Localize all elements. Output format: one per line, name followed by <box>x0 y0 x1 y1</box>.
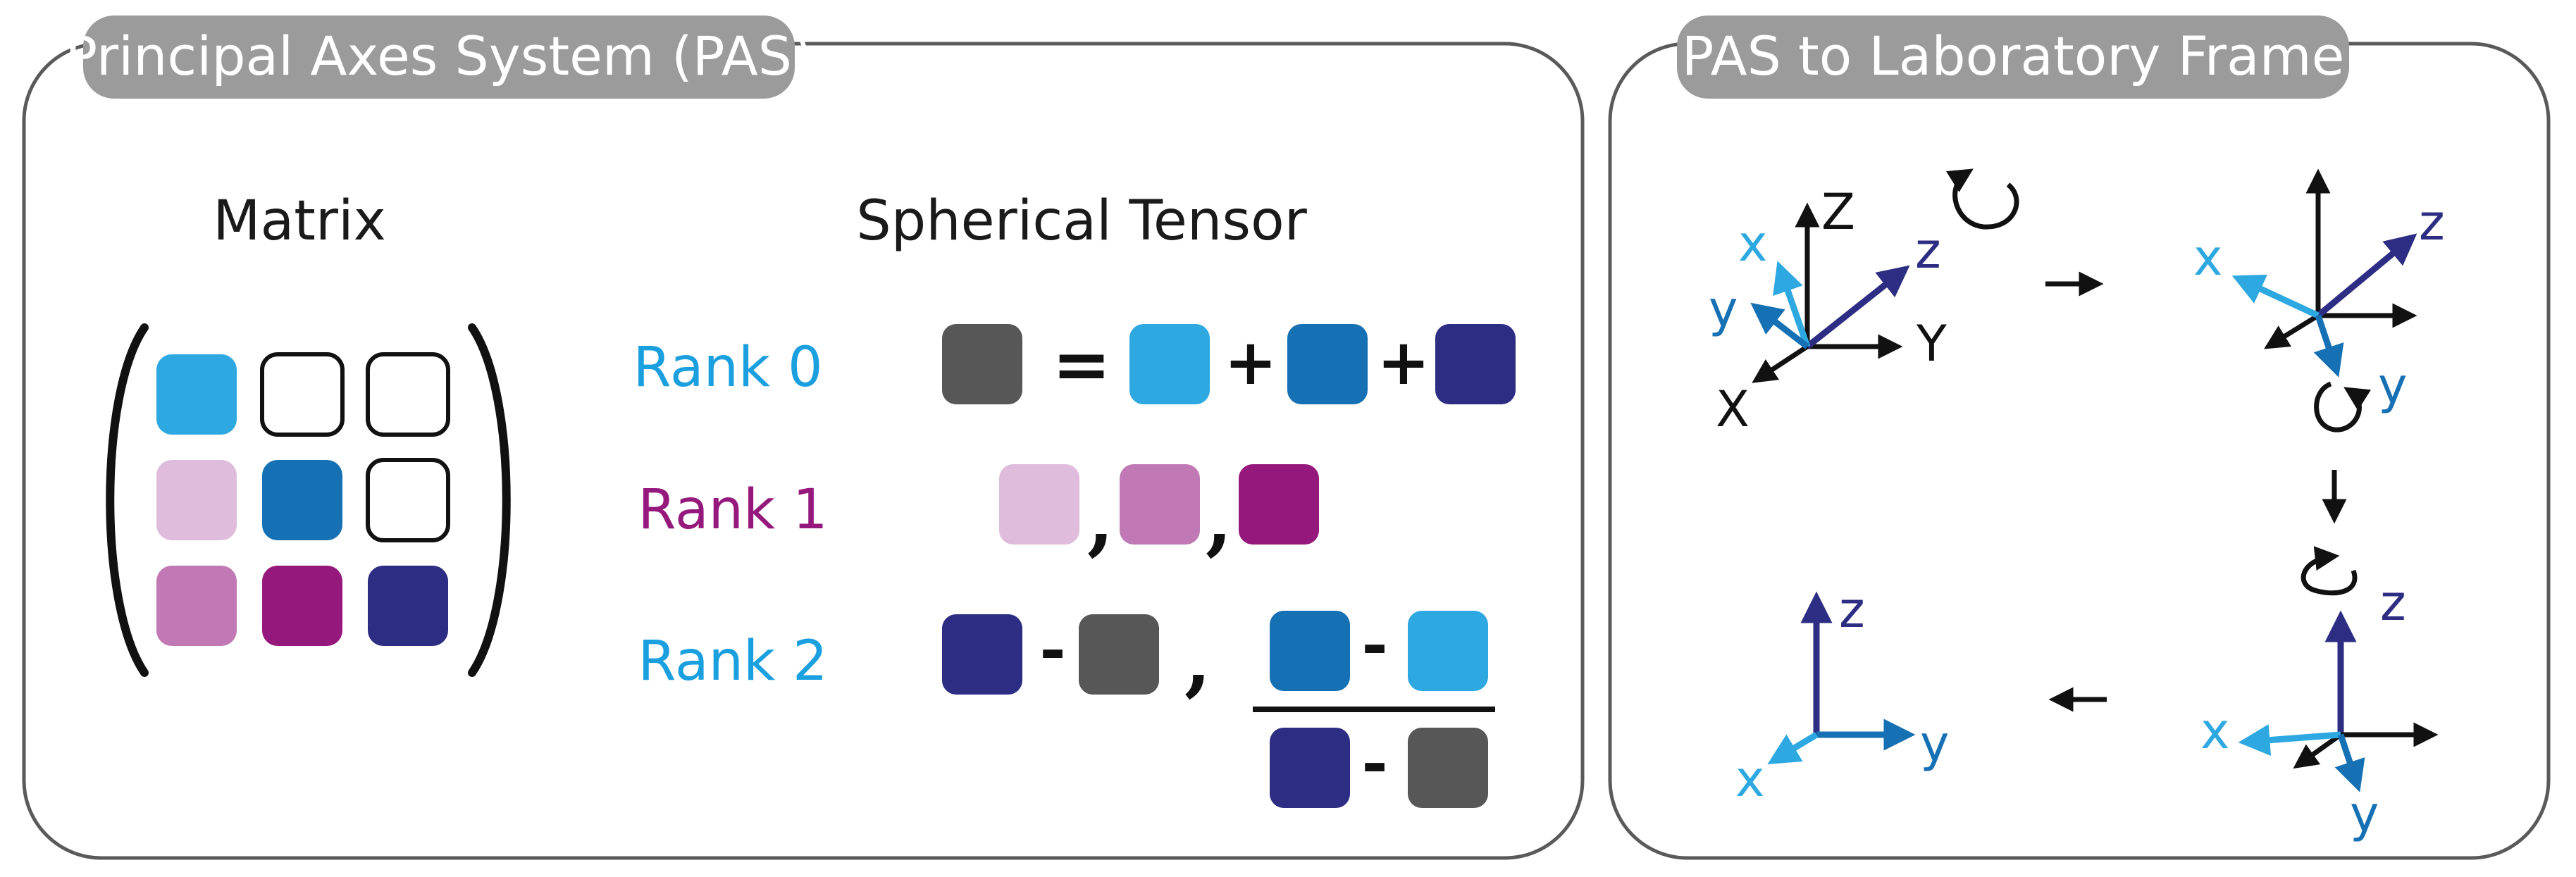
pas-z-label: z <box>1839 581 1865 639</box>
rank1-label: Rank 1 <box>638 478 827 542</box>
rank0-term-square <box>1287 324 1368 404</box>
rank0-equation: = + + <box>942 323 1516 406</box>
pas-panel: Principal Axes System (PAS) Matrix Spher… <box>22 15 1585 860</box>
rank0-term-square <box>1129 324 1210 404</box>
rank2-numerator-square <box>1408 611 1488 691</box>
pas-z-label: z <box>2419 194 2445 251</box>
matrix-cell <box>262 460 342 540</box>
pas-x-axis <box>2238 724 2341 757</box>
rank0-plus: + <box>1224 325 1277 399</box>
pas-panel-border <box>22 42 1585 860</box>
rank2-first-square <box>942 614 1022 695</box>
pas-x-label: x <box>2200 702 2229 760</box>
rank2-expression: - , - - <box>942 607 1495 808</box>
matrix-cell <box>262 566 342 646</box>
lab-frame-panel-title: PAS to Laboratory Frame <box>1682 25 2345 87</box>
rotation-icon <box>2301 546 2358 596</box>
lab-z-label: Z <box>1821 183 1855 241</box>
matrix-cell <box>156 566 237 646</box>
pas-y-axis <box>2313 314 2344 378</box>
pas-y-label: y <box>2378 357 2407 415</box>
rank1-component-square <box>999 464 1079 545</box>
rank1-components: , , <box>999 464 1319 564</box>
rank0-plus: + <box>1377 325 1430 399</box>
pas-x-axis <box>1773 261 1811 348</box>
rank0-lhs-square <box>942 324 1022 404</box>
lab-frame-panel: PAS to Laboratory Frame Z Y X z x y <box>1608 15 2551 860</box>
matrix-cell <box>366 458 450 542</box>
rank2-minus: - <box>1361 725 1387 800</box>
pas-x-axis <box>2231 274 2320 319</box>
lab-x-label: X <box>1716 380 1750 438</box>
rank2-minus: - <box>1039 611 1065 686</box>
rotation-icon <box>1945 168 2019 230</box>
rank1-separator: , <box>1087 473 1114 564</box>
lab-x-axis <box>2264 313 2320 349</box>
rank2-label: Rank 2 <box>638 630 827 693</box>
matrix-right-bracket <box>468 323 511 677</box>
matrix-cell <box>260 352 345 437</box>
pas-x-label: x <box>2193 229 2222 287</box>
matrix-cell <box>368 566 448 646</box>
frame-after-first-rotation: z x y <box>2193 168 2445 433</box>
pas-y-axis <box>2334 733 2365 792</box>
lab-y-label: Y <box>1916 315 1947 373</box>
rank2-minus: - <box>1361 607 1387 681</box>
rank2-denominator-square <box>1408 728 1488 808</box>
pas-z-axis <box>2316 233 2417 318</box>
pas-z-label: z <box>2380 574 2406 632</box>
rank2-separator: , <box>1184 614 1211 705</box>
rank0-term-square <box>1435 324 1516 404</box>
rank0-label: Rank 0 <box>633 336 822 399</box>
pas-y-label: y <box>1709 280 1738 338</box>
pas-x-label: x <box>1735 750 1764 808</box>
matrix-cell <box>366 352 450 437</box>
frame-final: z y x <box>1735 581 1949 808</box>
rank2-numerator-square <box>1270 611 1350 691</box>
frame-after-second-rotation: z x y <box>2200 546 2439 843</box>
matrix-grid <box>156 352 450 646</box>
pas-panel-title: Principal Axes System (PAS) <box>65 25 812 87</box>
pas-panel-title-pill <box>83 15 795 99</box>
rank0-equals: = <box>1052 323 1111 406</box>
rotation-icon <box>2314 381 2372 433</box>
pas-z-label: z <box>1915 222 1941 280</box>
tensor-heading: Spherical Tensor <box>856 189 1308 253</box>
rank1-component-square <box>1239 464 1319 545</box>
rank1-component-square <box>1120 464 1200 545</box>
matrix-cell <box>156 354 237 435</box>
rank1-separator: , <box>1206 473 1232 564</box>
matrix-cell <box>156 460 237 540</box>
matrix-left-bracket <box>106 323 149 677</box>
lab-x-axis <box>2293 733 2343 769</box>
rank2-denominator-square <box>1270 728 1350 808</box>
pas-x-label: x <box>1738 215 1767 273</box>
pas-z-axis <box>1805 265 1910 349</box>
pas-y-label: y <box>1920 715 1949 773</box>
matrix-heading: Matrix <box>213 189 386 253</box>
lab-frame-panel-title-pill <box>1677 15 2349 99</box>
rank2-first-square <box>1079 614 1159 695</box>
pas-y-label: y <box>2350 785 2379 843</box>
lab-x-axis <box>1752 344 1809 383</box>
pas-x-axis <box>1767 732 1819 764</box>
pas-y-axis <box>1750 302 1809 349</box>
frame-initial: Z Y X z x y <box>1709 168 2019 438</box>
